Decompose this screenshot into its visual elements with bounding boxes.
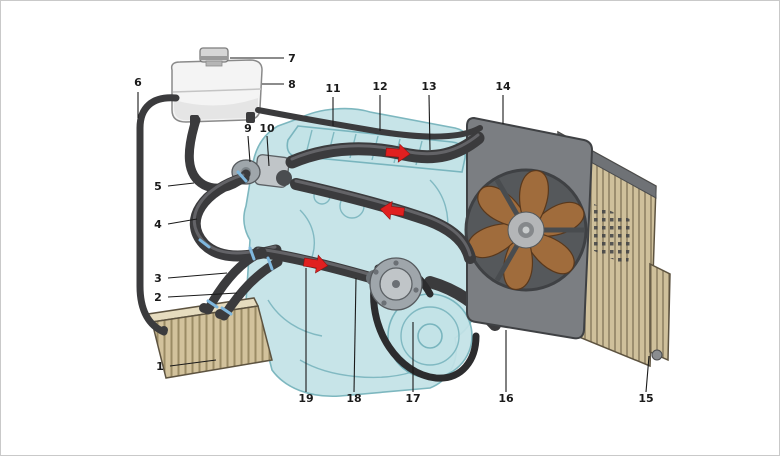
callout-expansion-tank: 8	[262, 78, 296, 91]
callout-heater-core: 1	[156, 359, 217, 373]
flow-arrow-right	[385, 143, 411, 163]
vent-hose	[255, 107, 483, 140]
callout-outlet-pipe-hose: 12	[372, 80, 388, 131]
callout-label: 7	[288, 52, 296, 65]
callout-fan-shroud: 14	[495, 80, 511, 124]
tank-vent-stub	[246, 112, 255, 123]
callout-label: 12	[372, 80, 387, 93]
fan-shroud	[464, 116, 632, 340]
callout-label: 11	[325, 82, 340, 95]
callout-label: 8	[288, 78, 296, 91]
flow-arrow-left	[379, 200, 405, 221]
callout-heater-return-pipe: 19	[298, 268, 314, 405]
callout-label: 10	[259, 122, 275, 135]
callout-upper-radiator-hose: 13	[421, 80, 437, 151]
callout-heater-outlet-hose: 2	[154, 291, 238, 304]
callout-water-pump-pulley: 17	[405, 322, 421, 405]
expansion-tank-cap	[199, 47, 229, 67]
fan	[467, 170, 585, 290]
callout-radiator: 15	[638, 355, 654, 405]
callout-label: 5	[154, 180, 162, 193]
callout-label: 19	[298, 392, 313, 405]
callout-label: 18	[346, 392, 361, 405]
callout-label: 15	[638, 392, 653, 405]
callout-label: 9	[244, 122, 252, 135]
callout-heater-inlet-hose: 3	[154, 272, 228, 285]
callouts: 1 2 3 4 5 6 7 8	[134, 52, 653, 405]
callout-vent-hose: 11	[325, 82, 341, 126]
callout-label: 4	[154, 218, 162, 231]
radiator-drain-plug	[651, 349, 663, 361]
flow-arrow-right-lower	[303, 254, 329, 274]
radiator-side-tank	[649, 262, 671, 362]
callout-thermostat-housing: 10	[259, 122, 275, 167]
drive-belt	[370, 284, 480, 382]
callout-tank-cap: 7	[230, 52, 296, 65]
callout-label: 3	[154, 272, 162, 285]
expansion-tank-overflow-hose	[136, 94, 180, 336]
flow-arrows	[303, 143, 411, 274]
callout-label: 2	[154, 291, 162, 304]
callout-label: 6	[134, 76, 142, 89]
callout-fan: 16	[498, 330, 514, 405]
water-pump	[366, 257, 480, 382]
callout-pump-inlet-pipe: 18	[346, 277, 362, 405]
callout-overflow-hose: 6	[134, 76, 142, 118]
crankshaft-pulley	[387, 293, 473, 379]
callout-thermostat: 9	[244, 122, 252, 163]
callout-label: 14	[495, 80, 511, 93]
outlet-pipe-hose	[290, 178, 476, 264]
callout-label: 17	[405, 392, 420, 405]
callout-expansion-tank-hose: 5	[154, 180, 195, 193]
hose-clamps	[198, 170, 274, 316]
shroud-vent-grid	[592, 204, 632, 266]
callout-label: 16	[498, 392, 514, 405]
callout-label: 13	[421, 80, 436, 93]
callout-label: 1	[156, 360, 164, 373]
callout-bypass-hose: 4	[154, 218, 198, 231]
